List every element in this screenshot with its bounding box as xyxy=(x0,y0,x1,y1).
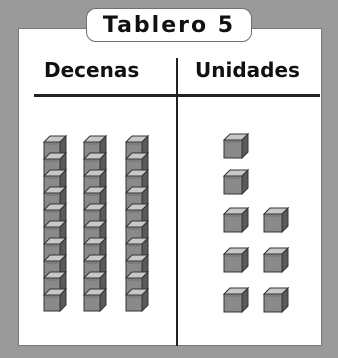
ten-rod xyxy=(124,134,150,313)
rod-unit-front xyxy=(125,294,143,312)
unit-front xyxy=(223,139,243,159)
rod-unit-front xyxy=(43,294,61,312)
board-title: Tablero 5 xyxy=(86,8,252,42)
unit-cube xyxy=(222,286,250,314)
unit-cube xyxy=(222,206,250,234)
units-column-header: Unidades xyxy=(195,58,300,82)
unit-front xyxy=(223,213,243,233)
column-divider xyxy=(176,58,178,346)
unit-cube xyxy=(222,246,250,274)
ten-rod xyxy=(42,134,68,313)
unit-cube xyxy=(262,246,290,274)
unit-front xyxy=(223,253,243,273)
unit-front xyxy=(263,293,283,313)
unit-cube xyxy=(222,132,250,160)
unit-front xyxy=(223,293,243,313)
rod-unit-front xyxy=(83,294,101,312)
unit-front xyxy=(263,213,283,233)
ten-rod xyxy=(82,134,108,313)
unit-cube xyxy=(222,168,250,196)
unit-cube xyxy=(262,286,290,314)
tens-column-header: Decenas xyxy=(44,58,140,82)
unit-cube xyxy=(262,206,290,234)
unit-front xyxy=(223,175,243,195)
unit-front xyxy=(263,253,283,273)
